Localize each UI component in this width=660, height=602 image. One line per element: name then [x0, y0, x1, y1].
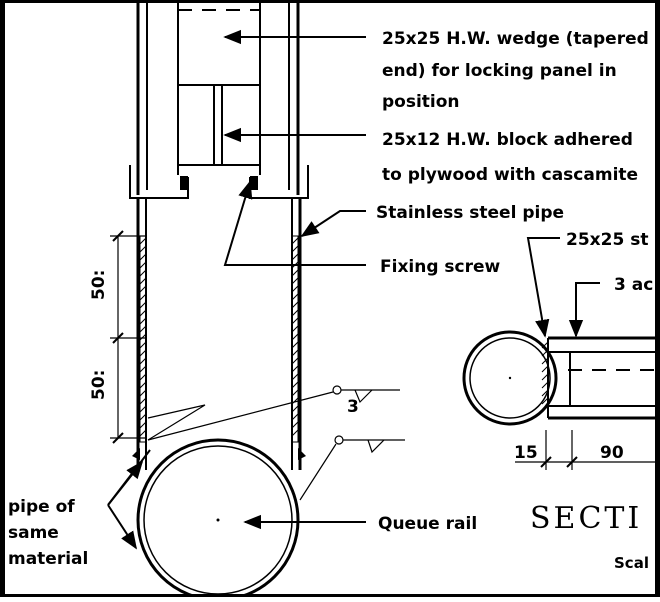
rail-label: Queue rail [378, 514, 477, 534]
scale-label: Scal [614, 554, 649, 572]
same-material-label-3: material [8, 549, 88, 569]
dimension-15: 15 [514, 443, 538, 463]
block-label-2: to plywood with cascamite [382, 165, 638, 185]
screw-label: Fixing screw [380, 257, 501, 277]
leader-lines [107, 29, 405, 550]
pipe-label: Stainless steel pipe [376, 203, 564, 223]
left-dimensions [110, 230, 145, 444]
block-label-1: 25x12 H.W. block adhered [382, 130, 633, 150]
wedge-label-1: 25x25 H.W. wedge (tapered [382, 29, 649, 49]
dimension-upper: 50: [89, 270, 109, 300]
section-mid-label: 3 ac [614, 275, 653, 295]
same-material-label-1: pipe of [8, 497, 75, 517]
dimension-lower: 50: [89, 370, 109, 400]
wedge-label-3: position [382, 92, 460, 112]
inner-pipe-hatch [139, 235, 299, 443]
section-top-label: 25x25 st [566, 230, 648, 250]
weld-size-label: 3 [347, 397, 359, 417]
same-material-label-2: same [8, 523, 59, 543]
queue-rail [136, 438, 300, 602]
wedge-label-2: end) for locking panel in [382, 61, 617, 81]
dimension-90: 90 [600, 443, 624, 463]
post-assembly [129, 0, 309, 470]
right-section-view [462, 237, 660, 470]
section-title: SECTI [530, 501, 642, 536]
